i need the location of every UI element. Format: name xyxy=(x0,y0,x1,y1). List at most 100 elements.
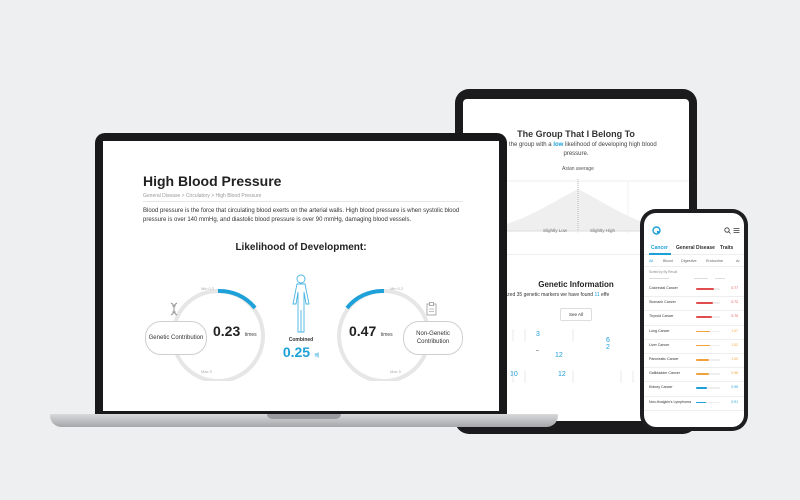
genetic-contribution-pill: Genetic Contribution xyxy=(145,321,207,355)
search-icon[interactable] xyxy=(724,227,731,234)
list-item-value: 1.00 xyxy=(731,357,738,361)
group-subtitle-post: likelihood of developing high blood xyxy=(563,142,657,148)
genetic-text-pre: nalyzed 35 genetic markers we have found xyxy=(498,292,595,298)
menu-icon[interactable] xyxy=(733,227,740,234)
genetic-text-post: effe xyxy=(599,292,610,298)
list-item-divider xyxy=(644,338,744,340)
x-label-slightly-low: Slightly Low xyxy=(543,228,568,233)
list-item-bar-fill xyxy=(696,373,710,375)
digit-cell: 12 xyxy=(555,352,563,359)
non-genetic-value-group: 0.47 times xyxy=(349,323,393,341)
subtab-endocrine[interactable]: Endocrine xyxy=(706,259,724,263)
divider xyxy=(463,254,689,255)
digit-cell: 3 xyxy=(536,331,540,338)
see-all-button[interactable]: See All xyxy=(560,308,592,321)
list-item-bar-fill xyxy=(696,288,714,290)
list-item-value: 0.70 xyxy=(731,314,738,319)
laptop-screen: High Blood Pressure General Disease > Ci… xyxy=(103,141,499,411)
list-item-value: 0.95 xyxy=(731,385,738,390)
list-item-divider xyxy=(644,395,744,397)
list-item-divider xyxy=(644,296,744,298)
breadcrumb: General Disease > Circulatory > High Blo… xyxy=(143,193,262,199)
list-item-bar-fill xyxy=(696,302,713,304)
col-header-bar xyxy=(715,277,725,279)
clipboard-icon xyxy=(426,302,437,316)
list-item-label: Non-Hodgkin's Lymphoma xyxy=(649,399,692,404)
tab-cancer[interactable]: Cancer xyxy=(651,245,668,251)
list-item-label: Thyroid Cancer xyxy=(649,314,674,319)
col-header-bar xyxy=(649,277,669,279)
list-item-bar-fill xyxy=(696,401,706,404)
likelihood-title: Likelihood of Development: xyxy=(235,242,367,253)
subtab-more[interactable]: Ar xyxy=(736,259,740,263)
list-item-label: Stomach Cancer xyxy=(649,300,676,305)
digit-cell-sub: ▬ xyxy=(536,348,539,352)
curve-label: Asian average xyxy=(562,166,594,172)
description: Blood pressure is the force that circula… xyxy=(143,208,460,223)
tab-general-disease[interactable]: General Disease xyxy=(676,245,715,251)
group-subtitle: nder the group with a low likelihood of … xyxy=(483,141,669,159)
list-item-label: Gallbladder Cancer xyxy=(649,371,680,376)
combined-label: Combined xyxy=(288,337,314,343)
list-item-value: 0.98 xyxy=(731,371,738,376)
genetic-info-title: Genetic Information xyxy=(538,280,614,289)
list-item-bar-fill xyxy=(696,330,711,333)
list-item[interactable]: Kidney Cancer 0.95 xyxy=(644,382,744,397)
list-item-label: Kidney Cancer xyxy=(649,385,673,390)
list-item[interactable]: Non-Hodgkin's Lymphoma 0.91 xyxy=(644,397,744,411)
non-genetic-contribution-pill: Non-Genetic Contribution xyxy=(403,321,463,355)
tab-divider xyxy=(644,254,744,255)
list-item[interactable]: Gallbladder Cancer 0.98 xyxy=(644,368,744,383)
sort-label[interactable]: Sorted by By Result xyxy=(649,270,678,274)
divider xyxy=(143,201,463,202)
non-genetic-min-label: Min 0.2 xyxy=(390,286,404,291)
combined-unit: 배 xyxy=(314,353,320,359)
list-item-bar-fill xyxy=(696,344,710,347)
list-item-bar-fill xyxy=(696,316,713,318)
tab-active-indicator xyxy=(649,253,671,255)
list-item-label: Lung Cancer xyxy=(649,328,670,333)
genetic-min-label: Min 0.2 xyxy=(201,286,215,291)
dna-icon xyxy=(170,302,178,316)
digit-cell: 2 xyxy=(606,344,610,351)
genetic-value: 0.23 xyxy=(213,323,241,339)
list-item-divider xyxy=(644,324,744,326)
list-item[interactable]: Stomach Cancer 0.72 xyxy=(644,297,744,312)
non-genetic-max-label: Max 5 xyxy=(390,369,401,374)
column-header-placeholder xyxy=(649,276,739,280)
x-label-slightly-high: Slightly High xyxy=(590,228,616,233)
subtab-divider xyxy=(644,266,744,267)
list-item-divider xyxy=(644,409,744,411)
list-item-divider xyxy=(644,352,744,354)
list-item[interactable]: Thyroid Cancer 0.70 xyxy=(644,311,744,326)
list-item-bar-track xyxy=(696,401,720,404)
genetic-times: times xyxy=(244,332,257,338)
genetic-max-label: Max 5 xyxy=(201,369,212,374)
list-item-bar-fill xyxy=(696,387,707,389)
subtab-blood[interactable]: Blood xyxy=(663,259,673,263)
list-item-value: 0.91 xyxy=(731,399,738,404)
genetic-info-text: nalyzed 35 genetic markers we have found… xyxy=(498,292,609,298)
combined-value: 0.25 xyxy=(282,344,311,360)
list-item-value: 1.07 xyxy=(731,328,738,333)
digit-cell: 6 xyxy=(606,337,610,344)
list-item[interactable]: Lung Cancer 1.07 xyxy=(644,326,744,340)
subtab-all[interactable]: All xyxy=(649,259,654,263)
list-item-value: 0.72 xyxy=(731,300,738,305)
subtab-digestive[interactable]: Digestive xyxy=(681,259,697,263)
tab-traits[interactable]: Traits xyxy=(720,245,734,251)
combined-value-group: 0.25 배 xyxy=(103,344,499,362)
laptop-notch xyxy=(267,414,341,419)
genetic-text-num: 11 xyxy=(594,292,600,298)
non-genetic-times: times xyxy=(380,332,393,338)
group-subtitle-pre: nder the group with a xyxy=(495,142,554,148)
group-subtitle-line2: pressure. xyxy=(563,151,589,157)
phone-screen: Cancer General Disease Traits All Blood … xyxy=(644,213,744,427)
page-title: High Blood Pressure xyxy=(143,173,282,189)
col-header-bar xyxy=(694,277,708,279)
human-body-icon xyxy=(292,274,310,333)
list-item-divider xyxy=(644,367,744,369)
